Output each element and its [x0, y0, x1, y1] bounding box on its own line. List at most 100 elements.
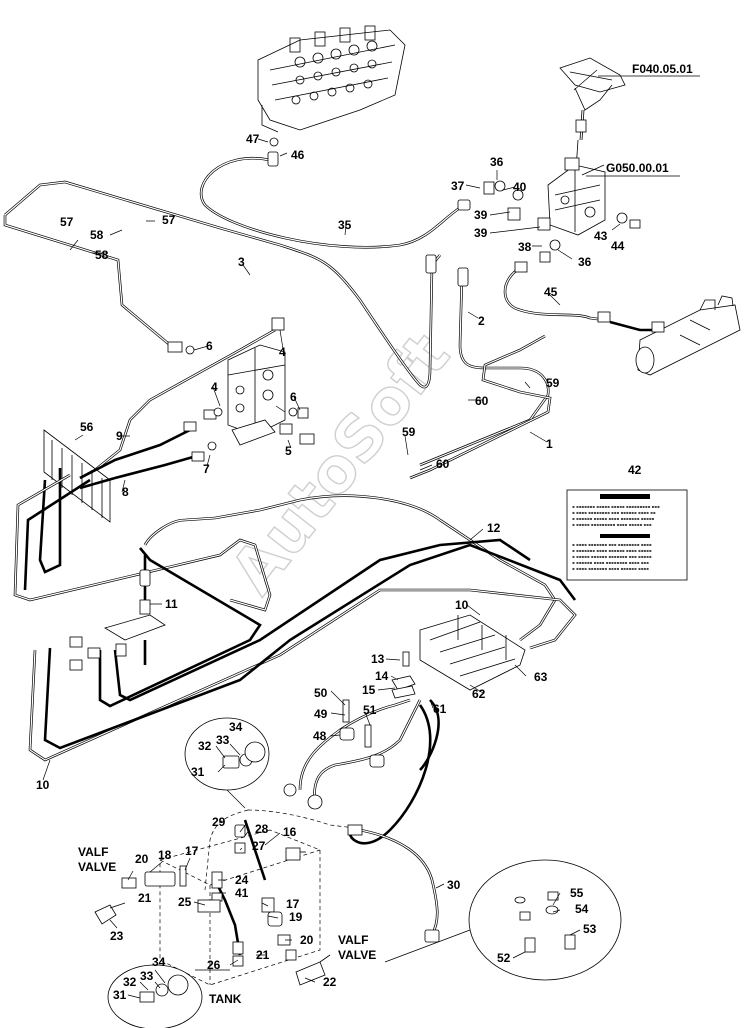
callout-62: 62	[472, 687, 486, 701]
callout-40: 40	[513, 180, 527, 194]
callout-10: 10	[36, 778, 50, 792]
callout-27: 27	[252, 839, 266, 853]
brake-cylinder	[635, 295, 741, 376]
callout-28: 28	[255, 822, 269, 836]
callout-58: 58	[90, 228, 104, 242]
svg-text:▪ ▪▪▪▪ ▪▪▪▪▪▪▪▪ ▪▪▪ ▪▪▪▪▪▪ ▪▪▪: ▪ ▪▪▪▪ ▪▪▪▪▪▪▪▪ ▪▪▪ ▪▪▪▪▪▪ ▪▪▪▪ ▪▪	[572, 510, 656, 515]
reference-brake-pedal: F040.05.01	[632, 62, 693, 76]
callout-61: 61	[433, 702, 447, 716]
callout-17: 17	[286, 897, 300, 911]
callout-8: 8	[122, 485, 129, 499]
control-valve-block	[257, 25, 406, 133]
callout-21: 21	[256, 948, 270, 962]
leader-lines	[42, 69, 621, 999]
svg-text:▪ ▪▪▪▪▪ ▪▪▪▪▪▪▪▪▪ ▪▪▪▪ ▪▪▪▪▪ ▪: ▪ ▪▪▪▪▪ ▪▪▪▪▪▪▪▪▪ ▪▪▪▪ ▪▪▪▪▪ ▪▪▪	[572, 522, 652, 527]
clamp-rack-63	[419, 614, 526, 691]
callout-39: 39	[474, 226, 488, 240]
callout-51: 51	[363, 703, 377, 717]
callout-48: 48	[313, 729, 327, 743]
callout-10: 10	[455, 598, 469, 612]
callout-numbers: 47 46 36 37 40 39 39 43 44 38 36 35 45 5…	[36, 132, 642, 1002]
callout-7: 7	[203, 462, 210, 476]
text-labels: VALF VALVE VALF VALVE TANK	[78, 845, 376, 1006]
callout-54: 54	[575, 902, 589, 916]
svg-text:▪ ▪▪▪▪▪ ▪▪▪▪▪▪ ▪▪▪▪▪▪▪ ▪▪▪ ▪▪▪: ▪ ▪▪▪▪▪ ▪▪▪▪▪▪ ▪▪▪▪▪▪▪ ▪▪▪ ▪▪▪▪▪	[572, 554, 652, 559]
callout-2: 2	[478, 314, 485, 328]
valve-label-left: VALVE	[78, 860, 116, 874]
detail-circle-right	[468, 859, 622, 981]
callout-56: 56	[80, 420, 94, 434]
tank-label: TANK	[209, 992, 242, 1006]
svg-text:▪ ▪▪▪▪▪▪ ▪▪▪▪▪ ▪▪▪▪ ▪▪▪▪▪▪▪ ▪▪: ▪ ▪▪▪▪▪▪ ▪▪▪▪▪ ▪▪▪▪ ▪▪▪▪▪▪▪ ▪▪▪▪▪	[572, 516, 655, 521]
valf-label-right: VALF	[338, 933, 368, 947]
callout-60: 60	[436, 457, 450, 471]
callout-58: 58	[95, 248, 109, 262]
decal-42: ▪ ▪▪▪▪▪▪▪ ▪▪▪▪▪ ▪▪▪▪▪ ▪▪▪▪▪▪▪▪▪ ▪▪▪ ▪ ▪▪…	[566, 489, 688, 581]
svg-text:▪ ▪▪▪▪▪▪▪ ▪▪▪▪▪ ▪▪▪▪▪ ▪▪▪▪▪▪▪▪: ▪ ▪▪▪▪▪▪▪ ▪▪▪▪▪ ▪▪▪▪▪ ▪▪▪▪▪▪▪▪▪ ▪▪▪	[572, 504, 660, 509]
callout-50: 50	[314, 686, 328, 700]
callout-6: 6	[290, 390, 297, 404]
svg-text:▪ ▪▪▪▪ ▪▪▪▪▪▪▪ ▪▪▪ ▪▪▪▪▪▪▪▪ ▪▪: ▪ ▪▪▪▪ ▪▪▪▪▪▪▪ ▪▪▪ ▪▪▪▪▪▪▪▪ ▪▪▪▪	[572, 542, 652, 547]
callout-29: 29	[212, 815, 226, 829]
callout-19: 19	[289, 910, 303, 924]
detail-parts	[139, 741, 576, 1003]
manifold-block	[227, 344, 286, 446]
reference-brake-valve: G050.00.01	[606, 161, 669, 175]
callout-60: 60	[475, 394, 489, 408]
callout-55: 55	[570, 886, 584, 900]
valve-label-right: VALVE	[338, 948, 376, 962]
callout-9: 9	[116, 429, 123, 443]
brake-valve	[547, 157, 606, 236]
callout-13: 13	[371, 652, 385, 666]
callout-43: 43	[594, 229, 608, 243]
callout-18: 18	[158, 848, 172, 862]
valf-label-left: VALF	[78, 845, 108, 859]
svg-text:▪ ▪▪▪▪▪▪▪ ▪▪▪▪ ▪▪▪▪▪▪ ▪▪▪▪ ▪▪▪: ▪ ▪▪▪▪▪▪▪ ▪▪▪▪ ▪▪▪▪▪▪ ▪▪▪▪ ▪▪▪▪▪	[572, 548, 652, 553]
callout-16: 16	[283, 825, 297, 839]
callout-6: 6	[206, 339, 213, 353]
callout-21: 21	[138, 891, 152, 905]
callout-45: 45	[544, 285, 558, 299]
hose-lines	[3, 157, 652, 956]
callout-44: 44	[611, 239, 625, 253]
callout-12: 12	[487, 521, 501, 535]
callout-33: 33	[216, 733, 230, 747]
callout-46: 46	[291, 148, 305, 162]
callout-57: 57	[60, 215, 74, 229]
dashed-line-tank	[204, 809, 249, 891]
callout-22: 22	[323, 975, 337, 989]
callout-20: 20	[135, 852, 149, 866]
callout-34: 34	[152, 955, 166, 969]
callout-11: 11	[165, 597, 178, 611]
callout-32: 32	[123, 975, 137, 989]
callout-32: 32	[198, 739, 212, 753]
callout-53: 53	[583, 922, 597, 936]
callout-59: 59	[402, 425, 416, 439]
callout-14: 14	[375, 669, 389, 683]
brake-pedal-assembly	[559, 57, 626, 171]
svg-text:▪ ▪▪▪▪▪▪ ▪▪▪▪ ▪▪▪▪▪▪▪▪ ▪▪▪▪ ▪▪: ▪ ▪▪▪▪▪▪ ▪▪▪▪ ▪▪▪▪▪▪▪▪ ▪▪▪▪ ▪▪▪	[572, 560, 649, 565]
svg-text:▪ ▪▪▪▪ ▪▪▪▪▪▪▪ ▪▪▪▪ ▪▪▪▪▪▪ ▪▪▪: ▪ ▪▪▪▪ ▪▪▪▪▪▪▪ ▪▪▪▪ ▪▪▪▪▪▪ ▪▪▪▪	[572, 566, 649, 571]
callout-63: 63	[534, 670, 548, 684]
dashed-line-return	[247, 809, 356, 829]
callout-31: 31	[113, 988, 127, 1002]
callout-36: 36	[490, 155, 504, 169]
callout-30: 30	[447, 878, 461, 892]
callout-39: 39	[474, 208, 488, 222]
callout-52: 52	[497, 951, 511, 965]
callout-25: 25	[178, 895, 192, 909]
callout-42: 42	[628, 463, 642, 477]
callout-34: 34	[229, 720, 243, 734]
callout-4: 4	[211, 380, 218, 394]
callout-4: 4	[279, 345, 286, 359]
callout-47: 47	[246, 132, 260, 146]
callout-26: 26	[207, 958, 221, 972]
callout-24: 24	[235, 873, 249, 887]
callout-31: 31	[191, 765, 205, 779]
reference-codes: F040.05.01 G050.00.01	[586, 62, 700, 177]
callout-17: 17	[185, 844, 199, 858]
callout-41: 41	[235, 886, 249, 900]
callout-23: 23	[110, 929, 124, 943]
callout-59: 59	[546, 376, 560, 390]
